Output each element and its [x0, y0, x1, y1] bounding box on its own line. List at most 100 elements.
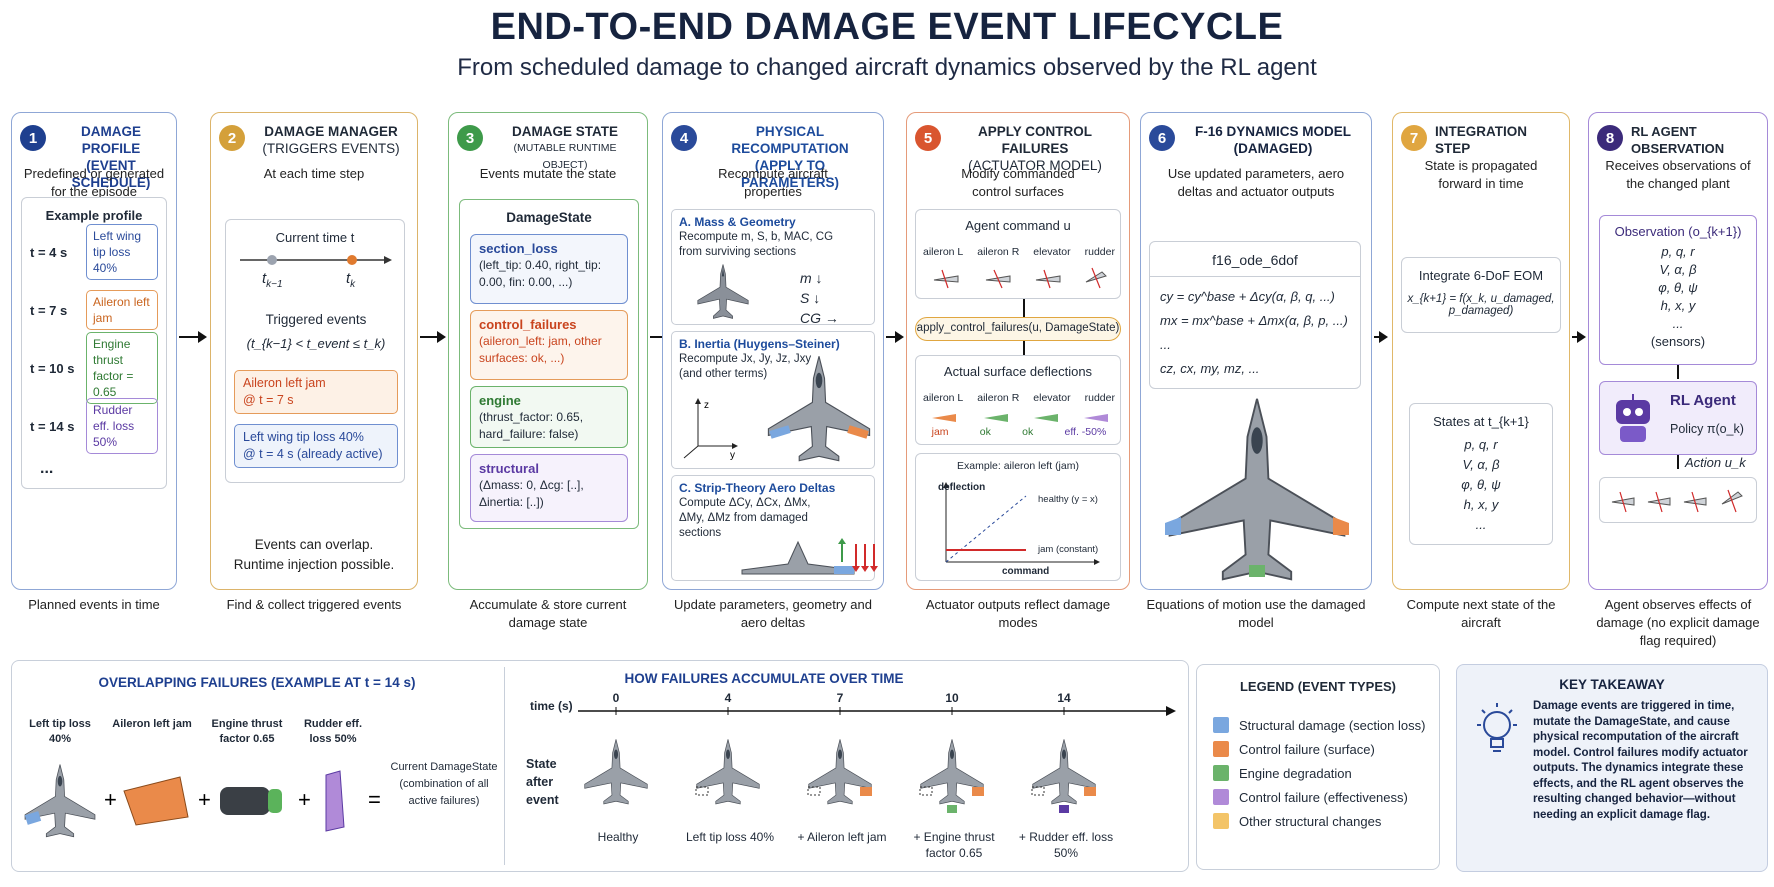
- damage-state-heading: DamageState: [460, 210, 638, 225]
- time-tick: 4: [718, 691, 738, 705]
- stage-damage-state: 3 DAMAGE STATE (MUTABLE RUNTIME OBJECT) …: [448, 112, 648, 590]
- actual-deflections-box: Actual surface deflections aileron Laile…: [915, 355, 1121, 445]
- legend-item: Structural damage (section loss): [1213, 713, 1425, 737]
- legend-item: Other structural changes: [1213, 809, 1425, 833]
- time-tick: 10: [942, 691, 962, 705]
- stage-footer: Actuator outputs reflect damage modes: [906, 596, 1130, 632]
- action-surfaces-box: [1599, 477, 1757, 523]
- overlap-item-label: Engine thrust factor 0.65: [202, 717, 292, 747]
- damage-state-box: DamageState section_loss(left_tip: 0.40,…: [459, 199, 639, 529]
- stage-title: RL AGENT OBSERVATION: [1631, 123, 1759, 157]
- legend-title: LEGEND (EVENT TYPES): [1197, 679, 1439, 694]
- accumulation-jets: [578, 727, 1178, 827]
- jet-inertia-icon: [764, 354, 874, 464]
- stage-rl-agent-observation: 8 RL AGENT OBSERVATION Receives observat…: [1588, 112, 1768, 590]
- flow-arrow: [886, 336, 902, 338]
- stage-footer: Accumulate & store current damage state: [448, 596, 648, 632]
- stage-description: Events mutate the state: [455, 165, 641, 183]
- stage-description: State is propagated forward in time: [1413, 157, 1549, 193]
- stage-number-badge: 6: [1149, 125, 1175, 151]
- stage-apply-control-failures: 5 APPLY CONTROL FAILURES (ACTUATOR MODEL…: [906, 112, 1130, 590]
- timeline-graphic: [226, 248, 406, 298]
- stage-footer: Equations of motion use the damaged mode…: [1140, 596, 1372, 632]
- stage-title: DAMAGE STATE: [491, 123, 639, 140]
- tk-label: tk: [346, 270, 355, 290]
- tk-minus-1-label: tk−1: [262, 270, 283, 290]
- stage-footer: Update parameters, geometry and aero del…: [662, 596, 884, 632]
- state-caption: + Aileron left jam: [792, 829, 892, 845]
- profile-row: t = 14 s Rudder eff. loss 50%: [30, 404, 158, 448]
- stage-description: Use updated parameters, aero deltas and …: [1161, 165, 1351, 201]
- rl-agent-card: RL Agent Policy π(o_k): [1599, 381, 1757, 455]
- example-profile-box: Example profile t = 4 s Left wing tip lo…: [21, 197, 167, 489]
- time-tick: 0: [606, 691, 626, 705]
- flow-arrow: [1023, 299, 1025, 317]
- jet-icon: [678, 262, 768, 322]
- agent-command-label: Agent command u: [916, 218, 1120, 233]
- deflected-surface-icons: [916, 408, 1122, 426]
- stage-footer: Planned events in time: [11, 596, 177, 614]
- stage-description: Predefined or generated for the episode: [18, 165, 170, 201]
- field-section-loss: section_loss(left_tip: 0.40, right_tip: …: [470, 234, 628, 304]
- accumulate-title: HOW FAILURES ACCUMULATE OVER TIME: [504, 671, 1024, 686]
- field-engine: engine(thrust_factor: 0.65, hard_failure…: [470, 386, 628, 448]
- overlap-item-label: Left tip loss 40%: [20, 717, 100, 747]
- stage-damage-manager: 2 DAMAGE MANAGER (TRIGGERS EVENTS) At ea…: [210, 112, 418, 590]
- stage-title: F-16 DYNAMICS MODEL: [1183, 123, 1363, 140]
- action-label: Action u_k: [1685, 455, 1746, 470]
- observation-box: Observation (o_{k+1}) p, q, rV, α, βφ, θ…: [1599, 215, 1757, 365]
- dynamics-equations: cy = cy^base + Δcy(α, β, q, ...)mx = mx^…: [1150, 277, 1360, 389]
- svg-text:+: +: [198, 787, 211, 812]
- takeaway-title: KEY TAKEAWAY: [1457, 677, 1767, 692]
- axes-icon: zy: [678, 390, 738, 460]
- time-tick: 7: [830, 691, 850, 705]
- stage-subtitle: (DAMAGED): [1183, 140, 1363, 157]
- time-tick: 14: [1054, 691, 1074, 705]
- triggered-event-card: Left wing tip loss 40% @ t = 4 s (alread…: [234, 424, 398, 468]
- panel-divider: [504, 667, 505, 865]
- stage-number-badge: 3: [457, 125, 483, 151]
- svg-text:=: =: [368, 787, 381, 812]
- surface-icons: [916, 264, 1122, 294]
- stage-footer: Compute next state of the aircraft: [1392, 596, 1570, 632]
- stage-description: Recompute aircraft properties: [703, 165, 843, 201]
- current-time-label: Current time t: [226, 230, 404, 245]
- overlap-accumulate-panel: OVERLAPPING FAILURES (EXAMPLE AT t = 14 …: [11, 660, 1189, 872]
- mass-symbols: m ↓S ↓CG →: [800, 268, 839, 328]
- takeaway-text: Damage events are triggered in time, mut…: [1533, 699, 1757, 823]
- stage-title: DAMAGE PROFILE: [54, 123, 168, 157]
- stage-number-badge: 5: [915, 125, 941, 151]
- example-profile-heading: Example profile: [22, 208, 166, 223]
- legend-item: Control failure (surface): [1213, 737, 1425, 761]
- legend-panel: LEGEND (EVENT TYPES) Structural damage (…: [1196, 664, 1440, 870]
- stage-description: Receives observations of the changed pla…: [1605, 157, 1751, 193]
- trigger-box: Current time t tk−1 tk Triggered events …: [225, 219, 405, 483]
- stage-description: Modify commanded control surfaces: [947, 165, 1089, 201]
- profile-row: t = 10 s Engine thrust factor = 0.65: [30, 346, 158, 390]
- profile-row: t = 4 s Left wing tip loss 40%: [30, 230, 158, 274]
- mass-geometry-panel: A. Mass & Geometry Recompute m, S, b, MA…: [671, 209, 875, 325]
- aero-deltas-panel: C. Strip-Theory Aero Deltas Compute ΔCy,…: [671, 475, 875, 581]
- stage-physical-recomputation: 4 PHYSICAL RECOMPUTATION (APPLY TO PARAM…: [662, 112, 884, 590]
- ode-box: f16_ode_6dof cy = cy^base + Δcy(α, β, q,…: [1149, 241, 1361, 389]
- svg-text:y: y: [730, 450, 735, 460]
- stage-description: At each time step: [217, 165, 411, 183]
- overlap-title: OVERLAPPING FAILURES (EXAMPLE AT t = 14 …: [12, 675, 502, 690]
- overlap-result: Current DamageState (combination of all …: [390, 759, 498, 810]
- state-row-label: State after event: [526, 755, 576, 809]
- flow-arrow: [1023, 341, 1025, 355]
- stage-number-badge: 1: [20, 125, 46, 151]
- jam-example-plot: Example: aileron left (jam) deflection h…: [915, 453, 1121, 581]
- stage-number-badge: 8: [1597, 125, 1623, 151]
- stage-number-badge: 7: [1401, 125, 1427, 151]
- stage-title: INTEGRATION STEP: [1435, 123, 1561, 157]
- state-caption: + Rudder eff. loss 50%: [1016, 829, 1116, 861]
- flow-arrow: [1677, 365, 1679, 379]
- triggered-event-card: Aileron left jam @ t = 7 s: [234, 370, 398, 414]
- profile-row: t = 7 s Aileron left jam: [30, 288, 158, 332]
- flow-arrow: [1572, 336, 1584, 338]
